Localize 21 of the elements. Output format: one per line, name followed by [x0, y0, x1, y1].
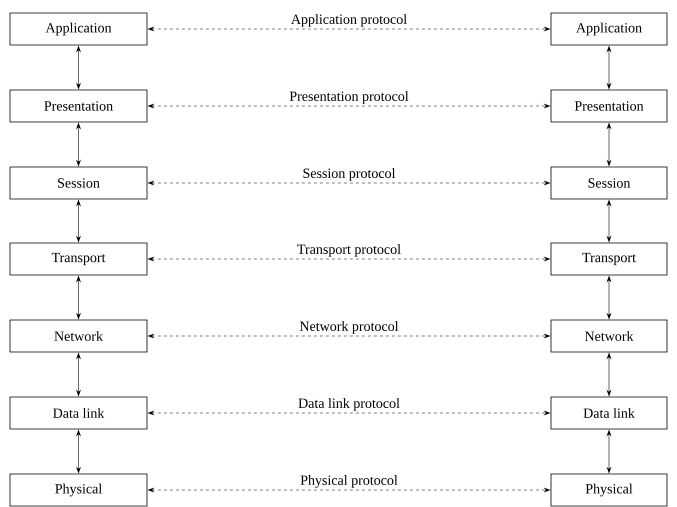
layer-box: Network: [550, 320, 668, 352]
edge-label: Session protocol: [303, 168, 396, 181]
layer-box: Physical: [10, 474, 148, 506]
edge-label: Data link protocol: [298, 398, 400, 411]
layer-box: Network: [10, 320, 148, 352]
edge-label: Physical protocol: [300, 475, 398, 488]
edge-label: Transport protocol: [297, 244, 401, 257]
edge-label: Presentation protocol: [290, 91, 408, 104]
layer-box: Transport: [10, 242, 148, 276]
layer-box: Physical: [550, 474, 668, 506]
layer-box: Session: [10, 166, 148, 200]
layer-box: Transport: [550, 242, 668, 276]
edge-label: Application protocol: [291, 14, 407, 27]
edge-label: Network protocol: [300, 321, 398, 334]
layer-box: Presentation: [10, 90, 148, 122]
layer-box: Data link: [550, 396, 668, 430]
layer-box: Application: [10, 12, 148, 46]
layer-box: Session: [550, 166, 668, 200]
layer-box: Application: [550, 12, 668, 46]
layer-box: Data link: [10, 396, 148, 430]
layer-box: Presentation: [550, 90, 668, 122]
